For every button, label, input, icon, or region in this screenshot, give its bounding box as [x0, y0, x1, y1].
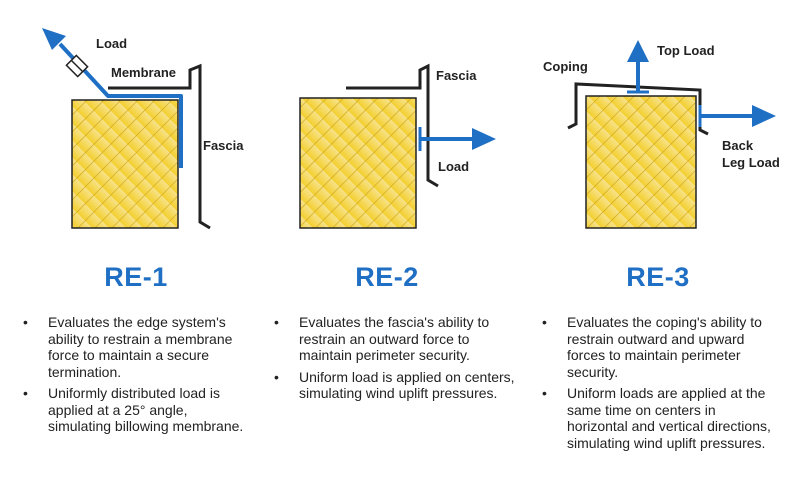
re2-fascia-outline: [346, 63, 439, 188]
edge-system-test-diagrams: Load Membrane Fascia Fascia Load Coping …: [42, 28, 780, 230]
re3-figure: Coping Top Load Back Leg Load: [543, 40, 780, 229]
re3-back-label: Back: [722, 138, 754, 153]
re3-leg-load-label: Leg Load: [722, 155, 780, 170]
re3-bullet-list: Evaluates the coping's ability to restra…: [542, 314, 779, 456]
re2-bullet-2: Uniform load is applied on centers, simu…: [274, 369, 517, 402]
re3-substrate-block: [585, 95, 697, 229]
re2-fascia-label: Fascia: [436, 68, 477, 83]
re2-load-label: Load: [438, 159, 469, 174]
re3-top-load-label: Top Load: [657, 43, 715, 58]
re2-load-arrowhead: [472, 128, 496, 150]
re1-load-label: Load: [96, 36, 127, 51]
re1-bullet-list: Evaluates the edge system's ability to r…: [23, 314, 253, 440]
re1-figure: Load Membrane Fascia: [42, 28, 244, 230]
re3-bullet-2: Uniform loads are applied at the same ti…: [542, 385, 779, 451]
re3-bullet-1: Evaluates the coping's ability to restra…: [542, 314, 779, 380]
re3-back-leg-arrowhead: [752, 105, 776, 127]
re2-title: RE-2: [355, 262, 419, 292]
re1-load-arrowhead: [42, 28, 66, 50]
re1-membrane-label: Membrane: [111, 65, 176, 80]
re2-bullet-1: Evaluates the fascia's ability to restra…: [274, 314, 517, 364]
re1-title: RE-1: [104, 262, 168, 292]
re1-fascia-outline: [108, 63, 211, 230]
re1-bullet-2: Uniformly distributed load is applied at…: [23, 385, 253, 435]
re2-figure: Fascia Load: [299, 63, 496, 229]
re1-substrate-block: [71, 99, 179, 229]
re1-clamp-icon: [65, 54, 89, 78]
re2-bullet-list: Evaluates the fascia's ability to restra…: [274, 314, 517, 407]
re3-top-load-arrowhead: [627, 40, 649, 62]
re3-title: RE-3: [626, 262, 690, 292]
re3-coping-label: Coping: [543, 59, 588, 74]
re1-bullet-1: Evaluates the edge system's ability to r…: [23, 314, 253, 380]
re1-fascia-label: Fascia: [203, 138, 244, 153]
re2-substrate-block: [299, 97, 417, 229]
